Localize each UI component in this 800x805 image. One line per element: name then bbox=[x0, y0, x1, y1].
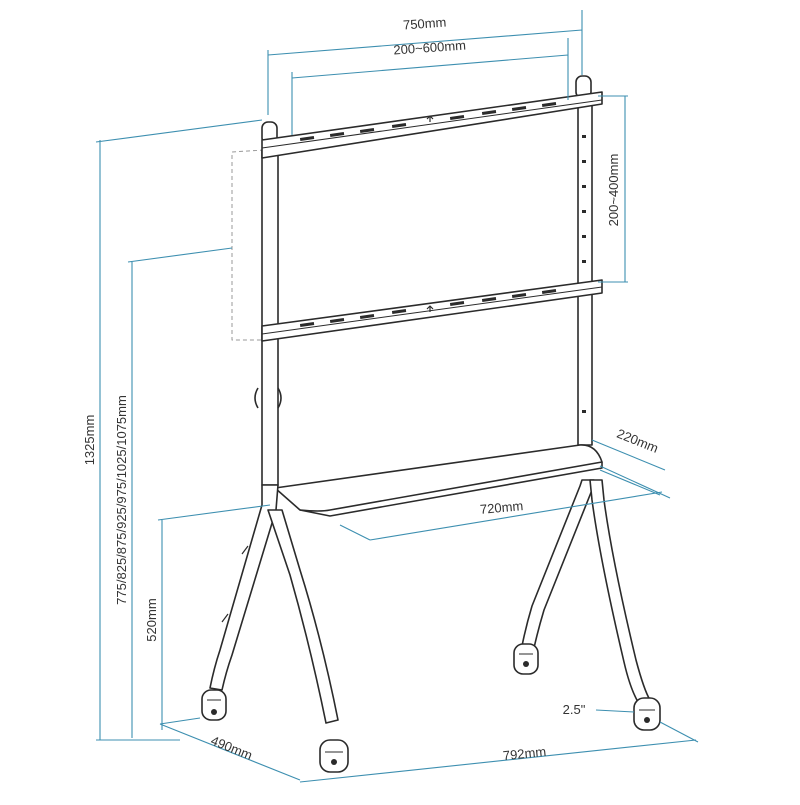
upper-bar-slots bbox=[299, 102, 557, 141]
label-height-settings: 775/825/875/925/975/1025/1075mm bbox=[114, 395, 129, 605]
dim-200-600-line bbox=[291, 38, 569, 135]
rear-right-leg bbox=[589, 479, 651, 703]
dim-792-line bbox=[299, 721, 699, 783]
display-outline-dashed bbox=[231, 149, 265, 341]
dim-750-line bbox=[267, 10, 583, 115]
label-mount-width: 750mm bbox=[403, 15, 447, 33]
label-shelf-depth: 220mm bbox=[615, 426, 661, 456]
dimension-lines bbox=[95, 10, 699, 783]
right-upright bbox=[577, 99, 593, 446]
shelf-top bbox=[274, 444, 603, 512]
front-left-leg bbox=[209, 484, 279, 691]
shelf-edge bbox=[299, 462, 603, 517]
label-shelf-height: 520mm bbox=[144, 598, 159, 641]
label-caster-size: 2.5" bbox=[563, 702, 586, 717]
dim-height-settings-line bbox=[127, 247, 233, 738]
lower-bar-slots bbox=[299, 289, 557, 327]
front-right-leg bbox=[267, 509, 339, 724]
label-total-height: 1325mm bbox=[82, 415, 97, 466]
label-shelf-width: 720mm bbox=[479, 498, 524, 517]
upper-mounting-bar bbox=[261, 91, 603, 159]
caster-rear-left bbox=[513, 643, 539, 675]
caster-rear-right bbox=[633, 697, 661, 731]
label-base-width: 792mm bbox=[502, 744, 547, 763]
caster-front-right bbox=[319, 739, 349, 773]
dim-caster-line bbox=[595, 709, 635, 713]
dim-200-400-line bbox=[598, 95, 628, 283]
left-upright bbox=[261, 149, 279, 486]
dim-490-line bbox=[159, 717, 301, 781]
stand-drawing bbox=[201, 75, 661, 773]
label-vesa-horizontal: 200~600mm bbox=[393, 37, 467, 57]
dim-720-line bbox=[339, 469, 663, 541]
dim-520-line bbox=[157, 504, 271, 730]
dim-1325-line bbox=[95, 119, 263, 741]
caster-front-left bbox=[201, 689, 227, 721]
label-base-depth: 490mm bbox=[209, 733, 255, 763]
height-adjust-holes bbox=[582, 135, 586, 413]
cable-clip bbox=[254, 387, 282, 409]
label-vesa-vertical: 200~400mm bbox=[606, 154, 621, 227]
